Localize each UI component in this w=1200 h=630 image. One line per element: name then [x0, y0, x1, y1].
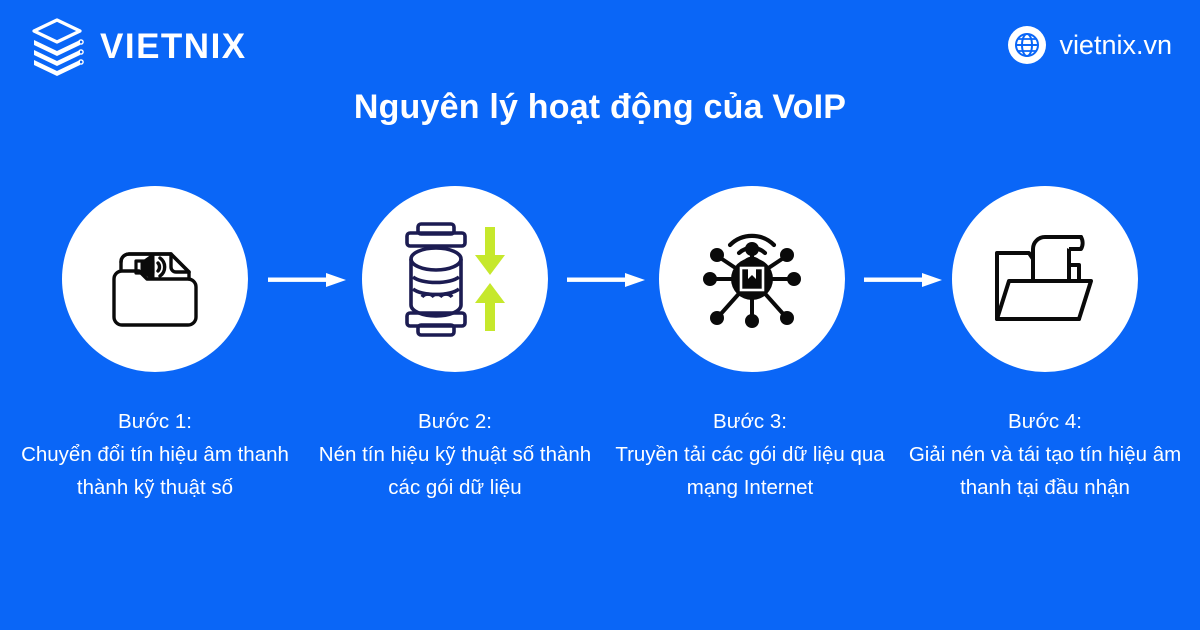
page-title: Nguyên lý hoạt động của VoIP: [353, 88, 847, 126]
step-2-body: Nén tín hiệu kỹ thuật số thành các gói d…: [318, 443, 592, 499]
step-4-body: Giải nén và tái tạo tín hiệu âm thanh tạ…: [908, 443, 1182, 499]
step-1-body: Chuyển đổi tín hiệu âm thanh thành kỹ th…: [21, 443, 289, 499]
arrow-right-icon: [864, 272, 944, 288]
step-3-caption: Bước 3: Truyền tải các gói dữ liệu qua m…: [600, 405, 900, 504]
site-url-label: vietnix.vn: [1059, 29, 1172, 60]
steps-row: [0, 186, 1200, 386]
brand: VIETNIX: [28, 16, 247, 76]
site-url-badge[interactable]: vietnix.vn: [1008, 26, 1172, 64]
step-3-heading: Bước 3:: [713, 410, 787, 433]
step-1-caption: Bước 1: Chuyển đổi tín hiệu âm thanh thà…: [5, 405, 305, 504]
step-3-body: Truyền tải các gói dữ liệu qua mạng Inte…: [615, 443, 885, 499]
step-4-circle[interactable]: [952, 186, 1138, 372]
step-1-circle[interactable]: [62, 186, 248, 372]
open-folder-document-icon: [989, 227, 1101, 331]
step-3-circle[interactable]: [659, 186, 845, 372]
step-1-heading: Bước 1:: [118, 410, 192, 433]
stacked-layers-icon: [28, 16, 86, 76]
data-compression-icon: [399, 219, 511, 339]
step-4-caption: Bước 4: Giải nén và tái tạo tín hiệu âm …: [895, 405, 1195, 504]
arrow-right-icon: [268, 272, 348, 288]
globe-icon: [1008, 26, 1047, 64]
step-2-circle[interactable]: [362, 186, 548, 372]
step-2-heading: Bước 2:: [418, 410, 492, 433]
header: VIETNIX vietnix.vn: [0, 0, 1200, 96]
captions-row: Bước 1: Chuyển đổi tín hiệu âm thanh thà…: [0, 405, 1200, 525]
step-4-heading: Bước 4:: [1008, 410, 1082, 433]
network-packet-transmission-icon: [694, 221, 810, 337]
arrow-right-icon: [567, 272, 647, 288]
step-2-caption: Bước 2: Nén tín hiệu kỹ thuật số thành c…: [305, 405, 605, 504]
brand-name: VIETNIX: [100, 26, 247, 66]
audio-file-icon: [101, 225, 209, 333]
